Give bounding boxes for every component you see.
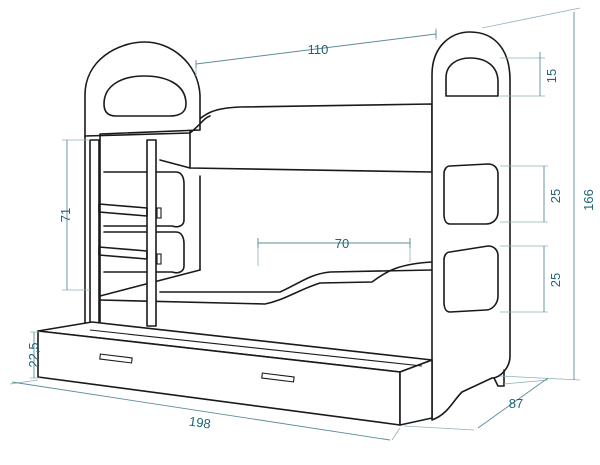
dim-label-top-width: 110 [308, 42, 329, 57]
dim-line-depth [477, 377, 549, 429]
left-panel-side-cutout-upper [103, 171, 185, 228]
dim-label-total-length: 198 [188, 414, 212, 432]
ladder-rung-2 [98, 246, 148, 260]
upper-bed-back-panel [189, 103, 433, 173]
dimension-labels: 110 15 166 25 25 71 70 22,5 198 87 [26, 42, 596, 431]
lower-bed-mattress [159, 269, 433, 293]
drawer [37, 321, 433, 426]
left-panel-top-cutout [103, 75, 187, 117]
dimension-lines [9, 7, 581, 441]
right-panel-lower-cutout [443, 245, 499, 313]
dim-label-upper-slot: 15 [544, 69, 559, 83]
dim-label-middle-slot: 25 [548, 189, 563, 203]
dim-label-drawer-height: 22,5 [26, 342, 41, 367]
drawer-side [399, 359, 433, 426]
ladder-hook-2 [156, 253, 162, 265]
lower-bed-front-edge [99, 261, 433, 305]
ladder-rung-1 [98, 203, 148, 217]
right-panel-middle-cutout [443, 163, 499, 225]
dim-label-depth: 87 [509, 396, 523, 411]
ladder-left-post [89, 139, 100, 327]
dim-label-lower-slot: 25 [548, 273, 563, 287]
ladder [89, 139, 162, 327]
drawer-handle-right [261, 372, 295, 383]
drawer-handle-left [99, 353, 133, 364]
upper-bed-front-rail [84, 115, 211, 137]
right-panel-top-cutout [445, 57, 499, 97]
drawer-inner-edge [89, 329, 423, 367]
bed-outline [37, 31, 511, 426]
dim-label-ladder-height: 71 [58, 208, 73, 222]
ladder-right-post [146, 139, 157, 327]
dim-line-total-length [11, 381, 391, 441]
dim-label-bed-length: 70 [335, 236, 349, 251]
upper-bed-lower-edge [159, 159, 191, 169]
left-panel-side-cutout-lower [103, 231, 185, 274]
right-panel-foot [493, 369, 505, 387]
dim-label-total-height: 166 [581, 189, 596, 211]
right-end-panel [431, 31, 511, 421]
ladder-hook-1 [156, 207, 162, 219]
dim-line-top-width [195, 33, 437, 65]
